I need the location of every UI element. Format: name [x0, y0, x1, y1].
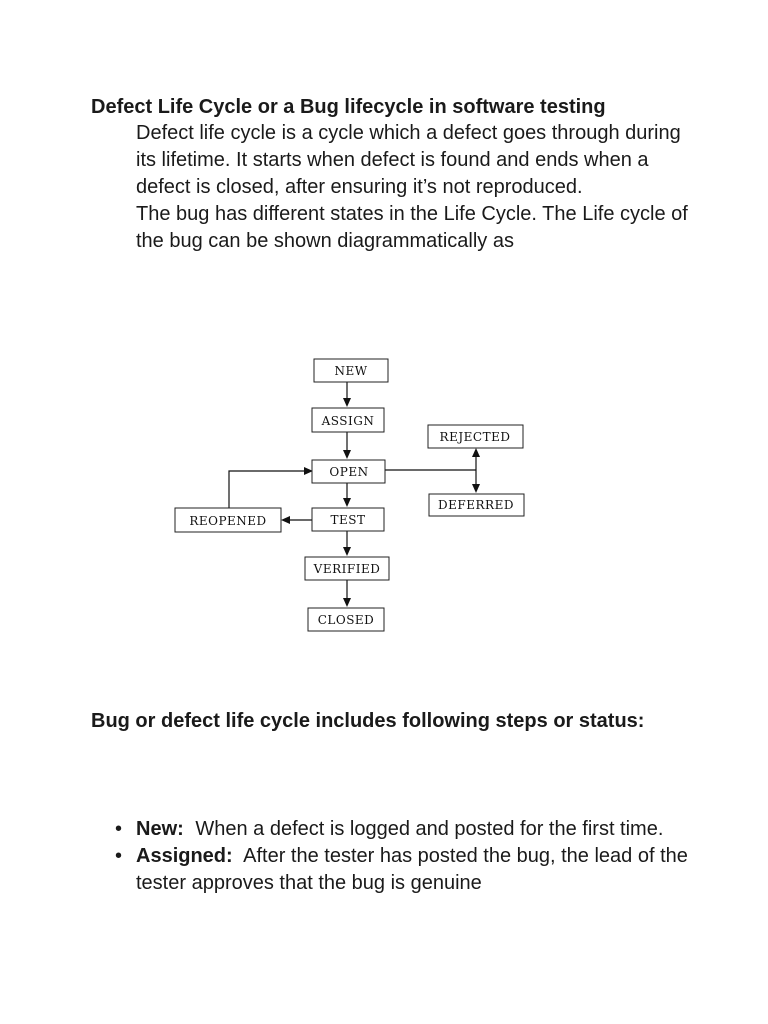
state-verified: VERIFIED [304, 556, 390, 581]
arrowhead [304, 467, 313, 475]
state-label: OPEN [329, 465, 368, 479]
list-item: • Assigned: After the tester has posted … [91, 843, 701, 897]
state-box [311, 459, 386, 484]
state-reopened: REOPENED [174, 507, 282, 533]
state-box [311, 507, 385, 532]
state-closed: CLOSED [307, 607, 385, 632]
arrowhead [343, 598, 351, 607]
state-box [304, 556, 390, 581]
state-label: VERIFIED [313, 562, 381, 576]
state-box [427, 424, 524, 449]
step-description: After the tester has posted the bug, the… [136, 845, 688, 894]
connector-reopened-open [228, 470, 304, 508]
state-deferred: DEFERRED [428, 493, 525, 517]
state-box [313, 358, 389, 383]
state-label: ASSIGN [321, 414, 375, 428]
state-test: TEST [311, 507, 385, 532]
arrowhead [343, 398, 351, 407]
state-open: OPEN [311, 459, 386, 484]
state-label: CLOSED [318, 613, 375, 627]
arrowhead [472, 484, 480, 493]
step-term: New: [136, 818, 184, 840]
arrowhead [343, 498, 351, 507]
document-title: Defect Life Cycle or a Bug lifecycle in … [91, 96, 606, 118]
steps-heading: Bug or defect life cycle includes follow… [91, 710, 645, 732]
state-assign: ASSIGN [311, 407, 385, 433]
state-label: REJECTED [440, 430, 511, 444]
state-label: DEFERRED [438, 498, 514, 512]
intro-text: Defect life cycle is a cycle which a def… [136, 120, 696, 255]
state-box [307, 607, 385, 632]
intro-paragraph: The bug has different states in the Life… [136, 203, 688, 252]
bullet: • [115, 845, 123, 867]
arrowhead [472, 448, 480, 457]
state-box [311, 407, 385, 433]
diagram-connectors [228, 382, 480, 607]
state-label: NEW [334, 364, 367, 378]
state-rejected: REJECTED [427, 424, 524, 449]
state-box [174, 507, 282, 533]
arrowhead [281, 516, 290, 524]
list-item: • New: When a defect is logged and poste… [91, 816, 701, 843]
state-label: REOPENED [189, 514, 266, 528]
arrowhead [343, 547, 351, 556]
state-new: NEW [313, 358, 389, 383]
bullet: • [115, 818, 123, 840]
arrowhead [343, 450, 351, 459]
step-description: When a defect is logged and posted for t… [195, 818, 664, 840]
steps-list: • New: When a defect is logged and poste… [91, 816, 701, 897]
state-box [428, 493, 525, 517]
intro-paragraph: Defect life cycle is a cycle which a def… [136, 122, 681, 198]
step-term: Assigned: [136, 845, 233, 867]
state-label: TEST [331, 513, 366, 527]
